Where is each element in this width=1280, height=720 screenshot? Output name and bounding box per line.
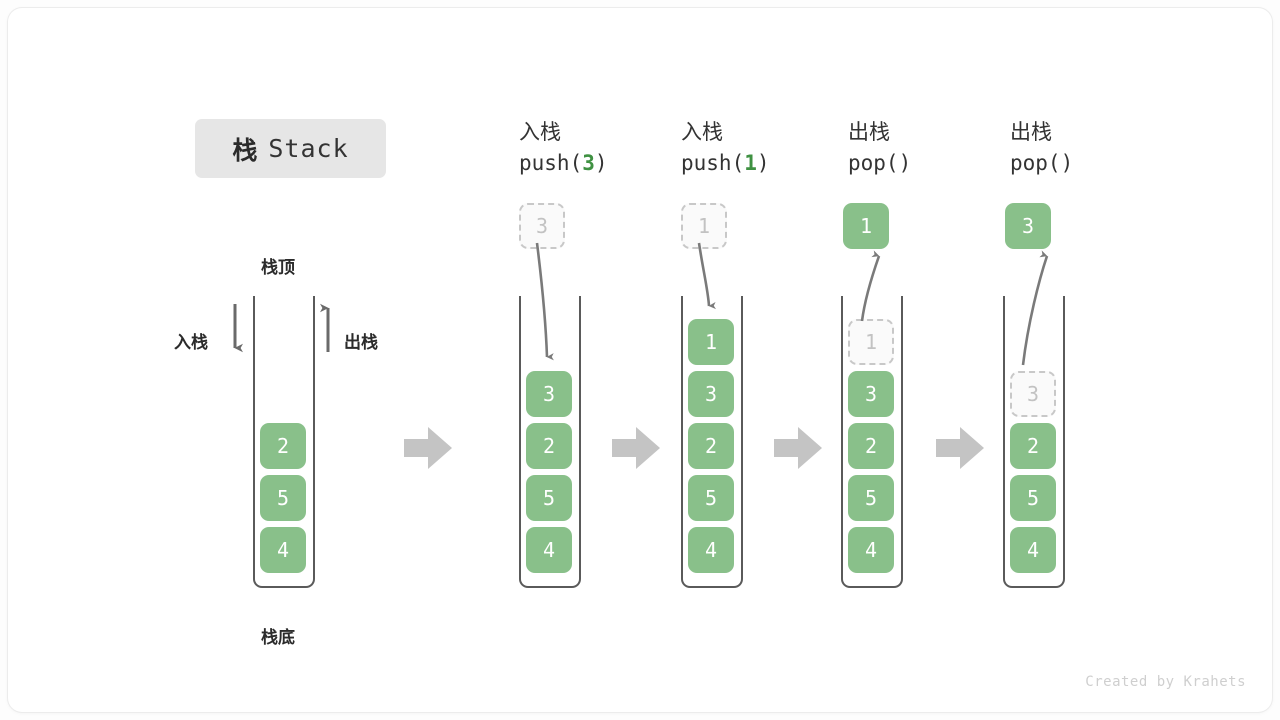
diagram-card: 栈 Stack 栈顶 栈底 入栈 出栈 入栈 push(3) 入栈 push(1…: [8, 8, 1272, 712]
stack-cell: 5: [848, 475, 894, 521]
detached-cell-push-1: 1: [681, 203, 727, 249]
op-code-push-1: push(1): [681, 151, 770, 175]
footer-credit: Created by Krahets: [1085, 674, 1246, 690]
detached-cell-pop-1: 1: [843, 203, 889, 249]
op-title-pop-1: 出栈: [848, 120, 890, 144]
op-code-pop-3: pop(): [1010, 151, 1073, 175]
op-code-suffix: ): [594, 151, 608, 175]
arrow-overlay: [233, 242, 1049, 469]
detached-cell-push-3: 3: [519, 203, 565, 249]
stack-cell: 2: [260, 423, 306, 469]
op-code-prefix: pop(: [848, 151, 899, 175]
pop-side-label: 出栈: [344, 333, 378, 353]
stack-cell: 3: [1010, 371, 1056, 417]
stack-cell: 2: [526, 423, 572, 469]
title-cn: 栈: [232, 135, 259, 165]
stack-frame-push-3: [519, 296, 581, 588]
stack-frame-initial: [253, 296, 315, 588]
stack-cell: 5: [1010, 475, 1056, 521]
op-title-pop-3: 出栈: [1010, 120, 1052, 144]
stack-cell: 1: [688, 319, 734, 365]
op-code-prefix: push(: [681, 151, 745, 175]
stack-cell: 3: [848, 371, 894, 417]
op-code-suffix: ): [898, 151, 912, 175]
op-code-suffix: ): [1060, 151, 1074, 175]
diagram-title: 栈 Stack: [195, 119, 386, 178]
stack-cell: 2: [1010, 423, 1056, 469]
flow-arrow: [612, 427, 660, 469]
op-code-pop-1: pop(): [848, 151, 911, 175]
stack-cell: 4: [260, 527, 306, 573]
stack-cell: 4: [526, 527, 572, 573]
stack-cell: 5: [688, 475, 734, 521]
op-code-prefix: push(: [519, 151, 583, 175]
op-title-push-1: 入栈: [681, 120, 723, 144]
title-en: Stack: [268, 134, 349, 163]
stack-frame-pop-3: [1003, 296, 1065, 588]
stack-frame-pop-1: [841, 296, 903, 588]
stack-bottom-label: 栈底: [261, 628, 295, 648]
stack-cell: 3: [526, 371, 572, 417]
op-code-push-3: push(3): [519, 151, 608, 175]
stack-frame-push-1: [681, 296, 743, 588]
stack-cell: 3: [688, 371, 734, 417]
stack-cell: 5: [260, 475, 306, 521]
stack-cell: 4: [848, 527, 894, 573]
stack-cell: 2: [848, 423, 894, 469]
detached-cell-pop-3: 3: [1005, 203, 1051, 249]
stack-cell: 1: [848, 319, 894, 365]
flow-arrow: [404, 427, 452, 469]
stack-top-label: 栈顶: [261, 258, 295, 278]
flow-arrow: [936, 427, 984, 469]
flow-arrow: [774, 427, 822, 469]
op-title-push-3: 入栈: [519, 120, 561, 144]
stack-cell: 2: [688, 423, 734, 469]
push-side-label: 入栈: [174, 333, 208, 353]
op-code-arg: 3: [582, 151, 595, 175]
stack-cell: 4: [1010, 527, 1056, 573]
stack-cell: 5: [526, 475, 572, 521]
op-code-arg: 1: [744, 151, 757, 175]
op-code-suffix: ): [756, 151, 770, 175]
op-code-prefix: pop(: [1010, 151, 1061, 175]
stack-cell: 4: [688, 527, 734, 573]
